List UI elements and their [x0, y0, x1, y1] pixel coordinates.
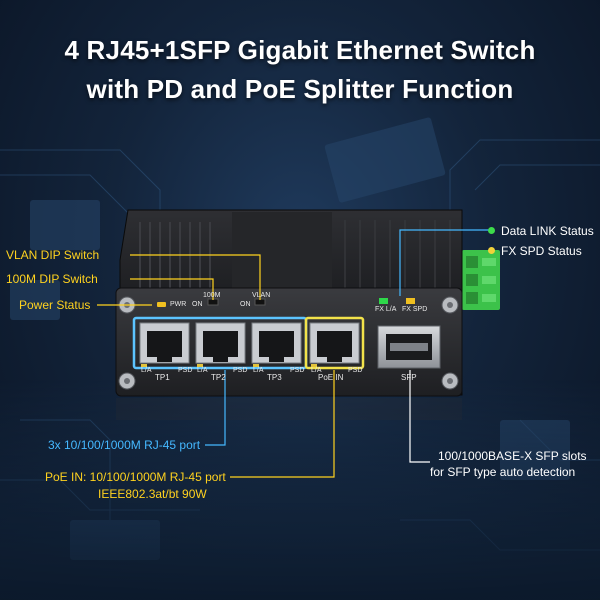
label-fx-la: FX L/A — [375, 306, 397, 313]
annotation-rj45-ports: 3x 10/100/1000M RJ-45 port — [48, 438, 201, 452]
title-line-1: 4 RJ45+1SFP Gigabit Ethernet Switch — [64, 35, 536, 65]
annotation-sfp-line-1: 100/1000BASE-X SFP slots — [438, 449, 587, 463]
tp1-label: TP1 — [155, 373, 170, 382]
terminal-block — [462, 250, 500, 310]
port3-psd: PSD — [290, 367, 305, 374]
label-on-1: ON — [192, 301, 203, 308]
tp2-label: TP2 — [211, 373, 226, 382]
title-line-2: with PD and PoE Splitter Function — [86, 74, 514, 104]
port4-la: L/A — [311, 367, 322, 374]
port3-la: L/A — [253, 367, 264, 374]
rj45-ports — [139, 322, 360, 364]
annotation-100m-dip: 100M DIP Switch — [6, 272, 98, 286]
pwr-led — [157, 302, 166, 307]
annotation-sfp-line-2: for SFP type auto detection — [430, 465, 576, 479]
port1-psd: PSD — [178, 367, 193, 374]
screws — [118, 296, 459, 390]
tp3-label: TP3 — [267, 373, 282, 382]
port4-psd: PSD — [348, 367, 363, 374]
fx-la-led — [379, 298, 388, 304]
annotation-data-link: Data LINK Status — [488, 224, 594, 238]
annotation-poe-in-line-1: PoE IN: 10/100/1000M RJ-45 port — [45, 470, 226, 484]
fx-spd-text: FX SPD Status — [501, 244, 582, 258]
label-100m: 100M — [203, 292, 221, 299]
pwr-label: PWR — [170, 301, 187, 308]
annotation-fx-spd: FX SPD Status — [488, 244, 582, 258]
data-link-text: Data LINK Status — [501, 224, 594, 238]
annotation-vlan-dip: VLAN DIP Switch — [6, 248, 100, 262]
green-dot-icon — [488, 227, 495, 234]
port2-psd: PSD — [233, 367, 248, 374]
label-vlan: VLAN — [252, 292, 271, 299]
poe-in-label: PoE IN — [318, 373, 344, 382]
port2-la: L/A — [197, 367, 208, 374]
sfp-label: SFP — [401, 373, 417, 382]
yellow-dot-icon — [488, 247, 495, 254]
port1-la: L/A — [141, 367, 152, 374]
label-on-2: ON — [240, 301, 251, 308]
annotation-power-status: Power Status — [19, 298, 91, 312]
label-fx-spd: FX SPD — [402, 306, 428, 313]
annotation-poe-in-line-2: IEEE802.3at/bt 90W — [98, 487, 207, 501]
sfp-cage — [377, 325, 441, 369]
fx-spd-led — [406, 298, 415, 304]
